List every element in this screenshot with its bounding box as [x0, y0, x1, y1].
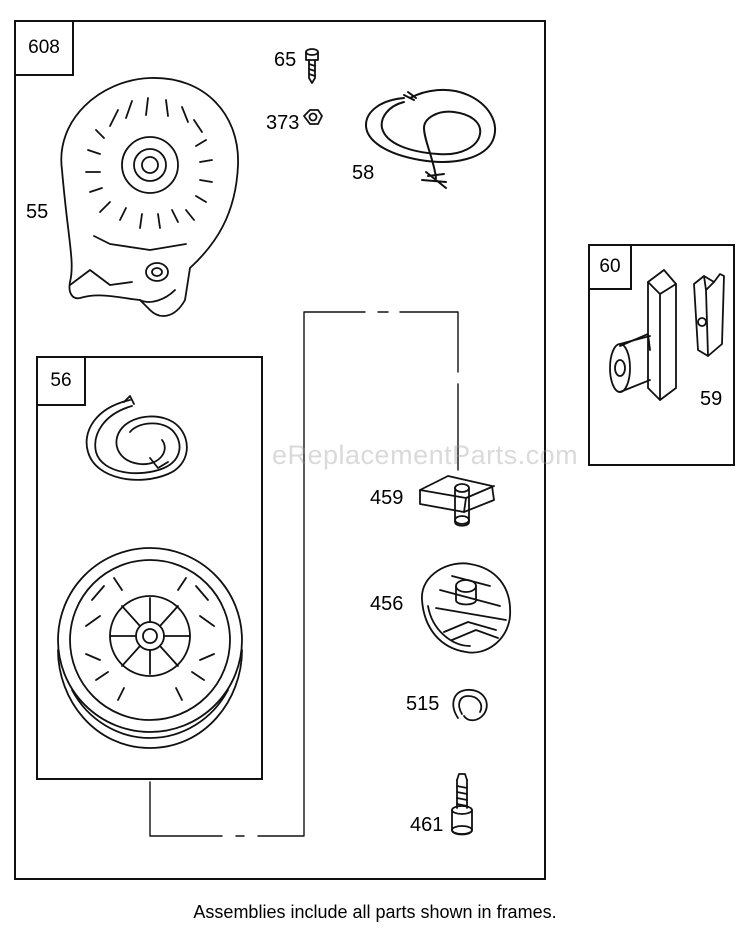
starter-assembly-number: 56 [38, 358, 86, 406]
label-part-459: 459 [370, 487, 404, 509]
footer-note: Assemblies include all parts shown in fr… [193, 902, 557, 922]
label-part-373: 373 [266, 112, 300, 134]
label-part-55: 55 [26, 201, 49, 223]
watermark-text: eReplacementParts.com [272, 440, 579, 470]
handle-frame: 60 [588, 244, 735, 466]
nut-drawing [303, 109, 323, 125]
pawl-drawing [419, 475, 495, 527]
label-part-461: 461 [410, 814, 444, 836]
label-part-65: 65 [274, 49, 297, 71]
retaining-ring-drawing [452, 689, 488, 722]
handle-insert-drawing [693, 273, 725, 357]
blower-housing-drawing [60, 77, 239, 317]
retainer-cup-drawing [421, 562, 511, 654]
screw-drawing [305, 48, 319, 84]
starter-handle-drawing [609, 269, 677, 401]
shoulder-screw-drawing [451, 773, 473, 836]
starter-pulley-frame: 56 [36, 356, 263, 780]
label-part-59: 59 [700, 388, 723, 410]
label-part-58: 58 [352, 162, 375, 184]
starter-rope-drawing [365, 88, 496, 189]
handle-assembly-number: 60 [590, 246, 632, 290]
label-part-456: 456 [370, 593, 404, 615]
label-part-515: 515 [406, 693, 440, 715]
assembly-connector-line [149, 311, 459, 837]
main-assembly-number: 608 [16, 22, 74, 76]
main-assembly-frame: 608 [14, 20, 546, 880]
starter-pulley-drawing [57, 547, 243, 749]
recoil-spring-drawing [85, 395, 188, 481]
